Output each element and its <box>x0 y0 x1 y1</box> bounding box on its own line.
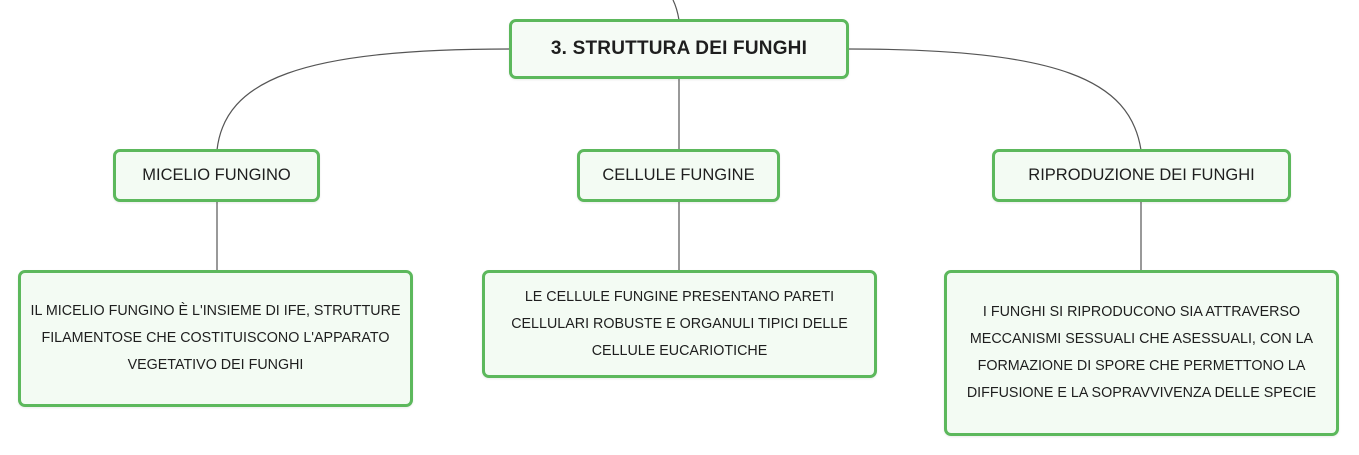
subtopic-riproduzione-description[interactable]: I FUNGHI SI RIPRODUCONO SIA ATTRAVERSO M… <box>944 270 1339 436</box>
topic-riproduzione-dei-funghi[interactable]: RIPRODUZIONE DEI FUNGHI <box>992 149 1291 202</box>
subtopic-label: LE CELLULE FUNGINE PRESENTANO PARETI CEL… <box>511 288 848 359</box>
connector-root-micelio <box>216 48 511 151</box>
topic-label: CELLULE FUNGINE <box>602 166 755 184</box>
subtopic-cellule-description[interactable]: LE CELLULE FUNGINE PRESENTANO PARETI CEL… <box>482 270 877 378</box>
root-topic[interactable]: 3. STRUTTURA DEI FUNGHI <box>509 19 849 79</box>
subtopic-label: IL MICELIO FUNGINO È L'INSIEME DI IFE, S… <box>30 303 401 373</box>
root-topic-label: 3. STRUTTURA DEI FUNGHI <box>550 38 808 59</box>
topic-label: MICELIO FUNGINO <box>142 166 291 184</box>
parent-connector <box>672 0 680 21</box>
connector-root-riproduzione <box>847 48 1142 151</box>
topic-label: RIPRODUZIONE DEI FUNGHI <box>1028 166 1255 184</box>
topic-micelio-fungino[interactable]: MICELIO FUNGINO <box>113 149 320 202</box>
subtopic-label: I FUNGHI SI RIPRODUCONO SIA ATTRAVERSO M… <box>966 304 1317 401</box>
topic-cellule-fungine[interactable]: CELLULE FUNGINE <box>577 149 780 202</box>
subtopic-micelio-description[interactable]: IL MICELIO FUNGINO È L'INSIEME DI IFE, S… <box>18 270 413 407</box>
